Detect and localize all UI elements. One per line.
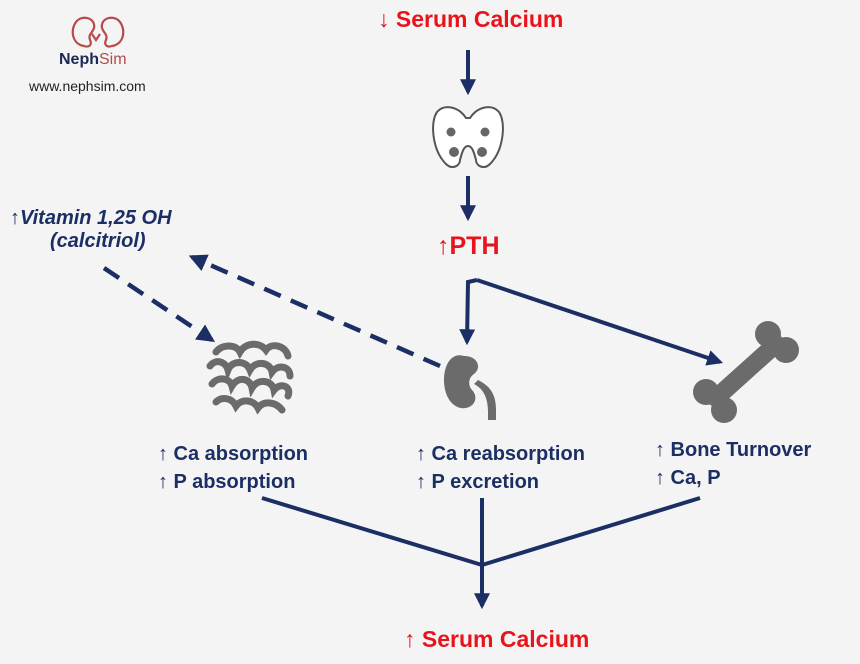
merge-line-gut: [261, 496, 483, 567]
gut-line2: ↑ P absorption: [158, 471, 296, 493]
serum-calcium-high: ↑ Serum Calcium: [404, 626, 590, 652]
arrow-pth-to-bone: [476, 278, 724, 366]
kidney-line1: ↑ Ca reabsorption: [416, 443, 585, 465]
vitamin-label: ↑Vitamin 1,25 OH (calcitriol): [10, 207, 172, 253]
thyroid-icon: [432, 106, 504, 168]
vitamin-line2: (calcitriol): [50, 230, 146, 252]
kidney-effects: ↑ Ca reabsorption ↑ P excretion: [416, 440, 585, 496]
kidney-line2: ↑ P excretion: [416, 471, 540, 493]
pth-label: ↑PTH: [437, 232, 500, 260]
logo-url: www.nephsim.com: [29, 78, 146, 94]
kidney-icon: [444, 355, 496, 420]
merge-line-bone: [481, 496, 701, 567]
gut-effects: ↑ Ca absorption ↑ P absorption: [158, 440, 308, 496]
intestine-icon: [206, 340, 294, 415]
dashed-arrow-vitamin-to-gut: [102, 266, 215, 342]
bone-icon: [693, 321, 799, 423]
bone-effects: ↑ Bone Turnover ↑ Ca, P: [655, 436, 811, 492]
serum-calcium-low: ↓ Serum Calcium: [378, 6, 564, 32]
arrow-pth-to-kidney: [459, 278, 478, 346]
logo-name-part2: Sim: [99, 51, 127, 68]
logo-name-part1: Neph: [59, 51, 99, 68]
kidneys-logo-icon: [71, 16, 125, 48]
logo-name: NephSim: [59, 51, 127, 69]
bone-line2: ↑ Ca, P: [655, 467, 721, 489]
dashed-arrow-kidney-to-vitamin: [188, 254, 441, 369]
vitamin-line1: ↑Vitamin 1,25 OH: [10, 207, 172, 229]
gut-line1: ↑ Ca absorption: [158, 443, 309, 465]
bone-line1: ↑ Bone Turnover: [655, 439, 812, 461]
